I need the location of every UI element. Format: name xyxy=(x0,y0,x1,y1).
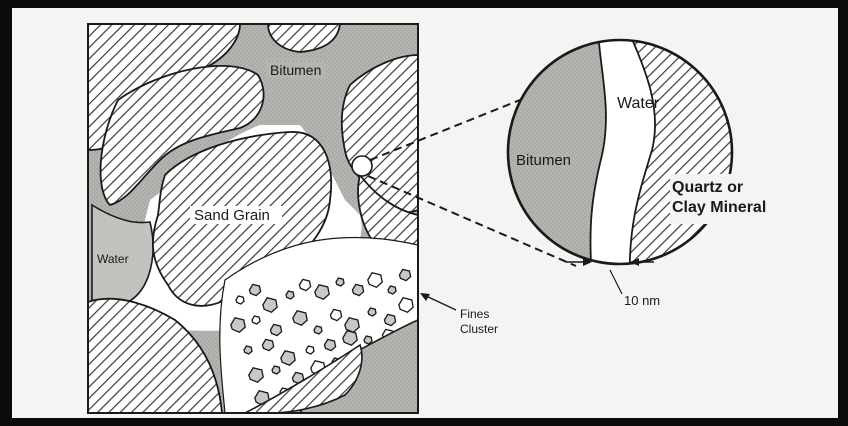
fine-particle xyxy=(236,296,244,304)
fine-particle xyxy=(262,339,273,350)
sand-grain-label: Sand Grain xyxy=(194,207,270,224)
fine-particle xyxy=(272,366,280,374)
fine-particle xyxy=(249,284,260,295)
bitumen-zoom-label: Bitumen xyxy=(516,152,571,169)
film-thickness-label: 10 nm xyxy=(624,293,660,308)
fine-particle xyxy=(364,336,372,344)
fine-particle xyxy=(368,308,376,316)
mineral-label-line1: Quartz or xyxy=(672,179,743,196)
oil-sand-cross-section: Bitumen Sand Grain Water xyxy=(88,24,418,413)
fines-cluster-label-line2: Cluster xyxy=(460,322,498,336)
fine-particle xyxy=(270,324,281,335)
fine-particle xyxy=(330,309,341,320)
fine-particle xyxy=(306,346,314,354)
fine-particle xyxy=(352,284,363,295)
fine-particle xyxy=(384,314,395,325)
fine-particle xyxy=(314,326,322,334)
fine-particle xyxy=(336,278,344,286)
fines-cluster-label-line1: Fines xyxy=(460,307,489,321)
fine-particle xyxy=(399,269,410,280)
fine-particle xyxy=(286,291,294,299)
fine-particle xyxy=(299,279,310,290)
zoom-origin-marker xyxy=(352,156,372,176)
fine-particle xyxy=(244,346,252,354)
fine-particle xyxy=(388,286,396,294)
fine-particle xyxy=(324,339,335,350)
water-label: Water xyxy=(97,252,129,266)
bitumen-label: Bitumen xyxy=(270,62,321,78)
mineral-label-line2: Clay Mineral xyxy=(672,199,766,216)
fine-particle xyxy=(252,316,260,324)
water-zoom-label: Water xyxy=(617,95,660,112)
